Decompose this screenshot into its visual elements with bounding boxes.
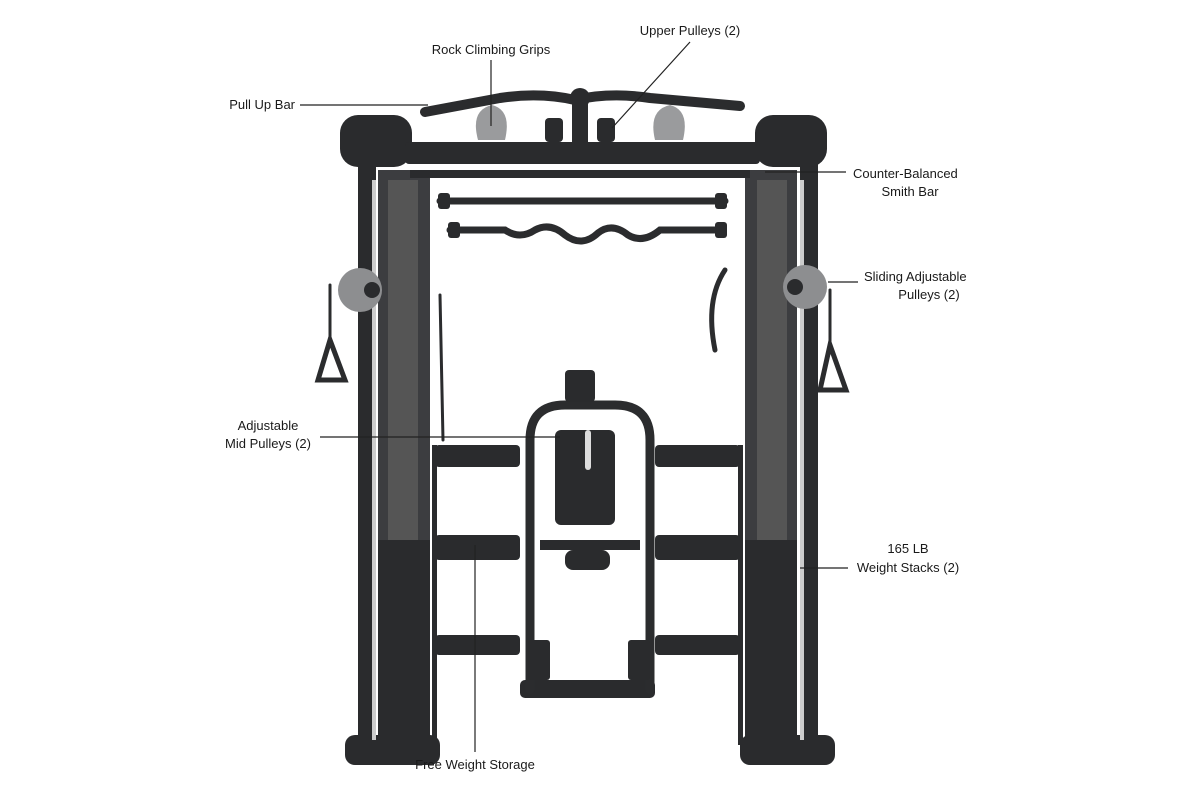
- upper-pulleys: [545, 118, 615, 142]
- label-sliding-pulleys-2: Pulleys (2): [898, 287, 959, 302]
- label-sliding-pulleys-1: Sliding Adjustable: [864, 269, 967, 284]
- top-crossbar: [405, 142, 760, 164]
- label-smith-bar-1: Counter-Balanced: [853, 166, 958, 181]
- smith-bars: [436, 193, 729, 245]
- sliding-pulleys: [314, 265, 850, 442]
- label-smith-bar-2: Smith Bar: [881, 184, 939, 199]
- free-weight-storage: [432, 445, 743, 745]
- center-frame: [525, 370, 655, 695]
- label-mid-pulleys-1: Adjustable: [238, 418, 299, 433]
- label-rock-climbing-grips: Rock Climbing Grips: [432, 42, 551, 57]
- label-pull-up-bar: Pull Up Bar: [229, 97, 295, 112]
- label-mid-pulleys-2: Mid Pulleys (2): [225, 436, 311, 451]
- left-tower: [340, 115, 430, 750]
- label-weight-stacks-1: 165 LB: [887, 541, 928, 556]
- label-upper-pulleys: Upper Pulleys (2): [640, 23, 740, 38]
- label-free-weight-storage: Free Weight Storage: [415, 757, 535, 772]
- leader-lines: [300, 41, 858, 752]
- rock-climbing-grips: [475, 105, 685, 140]
- label-weight-stacks-2: Weight Stacks (2): [857, 560, 959, 575]
- right-tower: [745, 115, 827, 750]
